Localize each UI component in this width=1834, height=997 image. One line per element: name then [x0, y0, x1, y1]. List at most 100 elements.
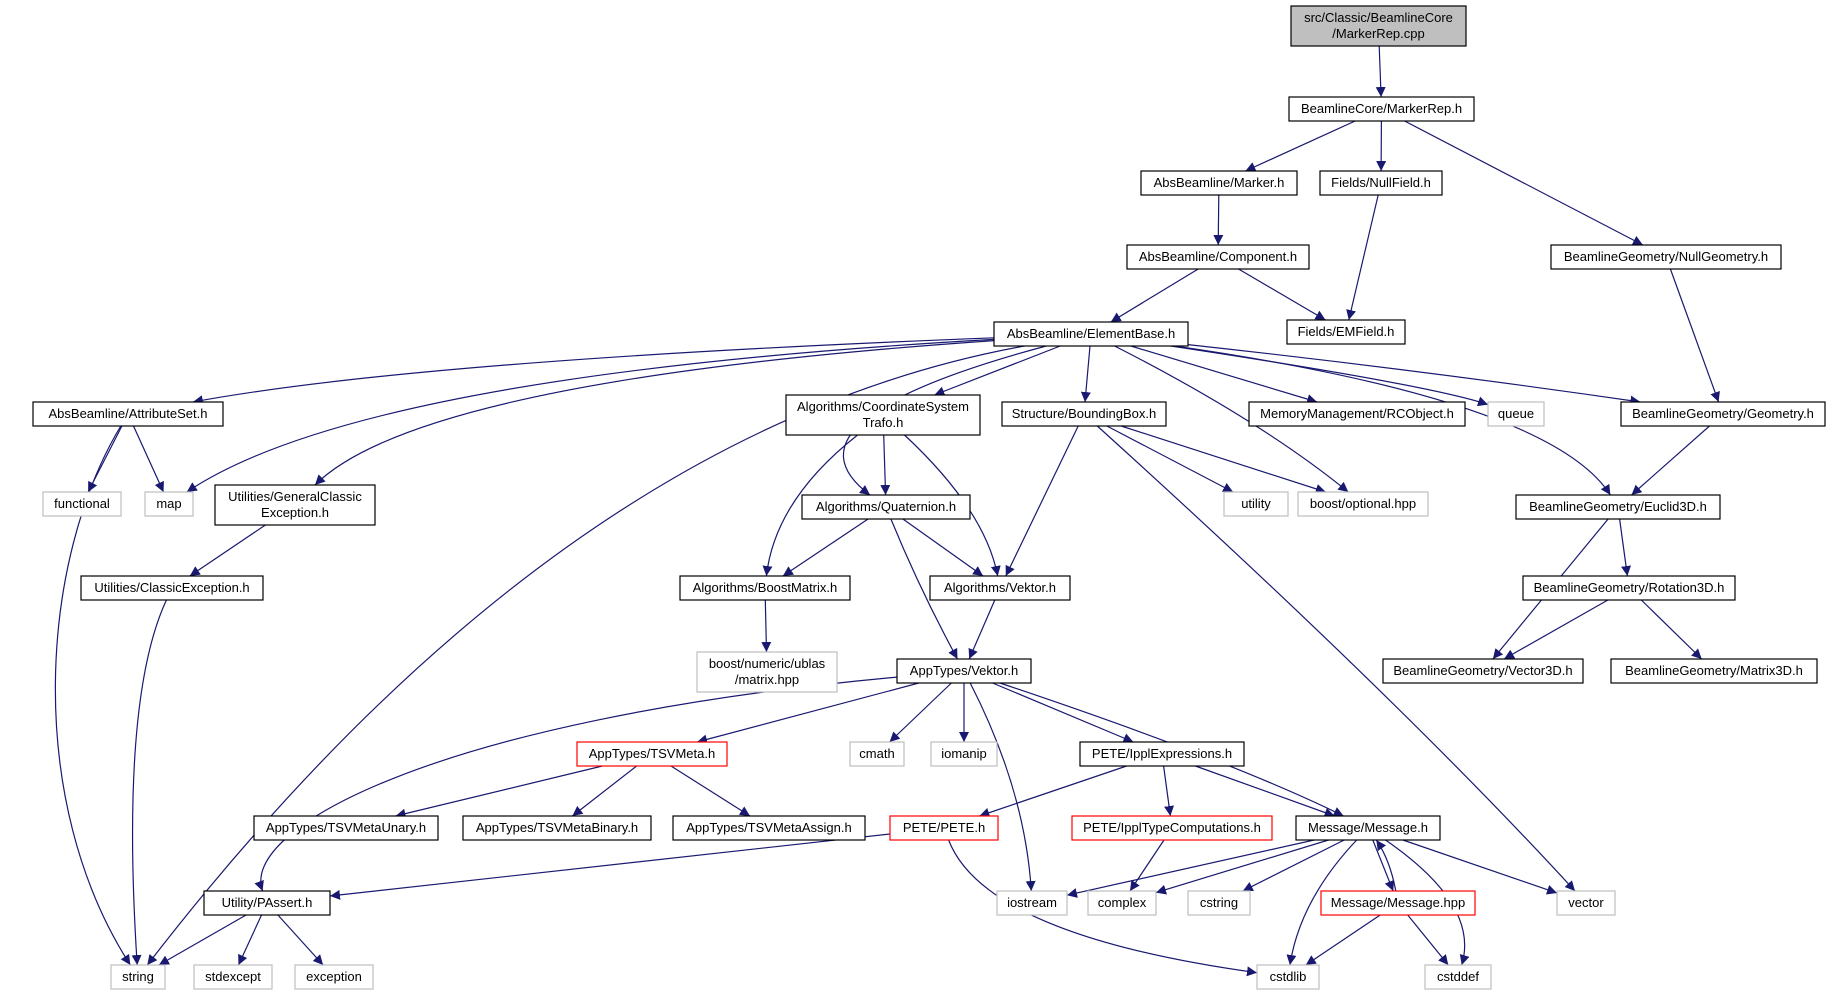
- edge-app_vektor_h-to-passert_h: [254, 676, 898, 892]
- node-box: [1515, 494, 1721, 520]
- node-vector3d_h[interactable]: BeamlineGeometry/Vector3D.h: [1382, 658, 1584, 684]
- node-box: [929, 575, 1071, 601]
- node-queue[interactable]: queue: [1487, 401, 1545, 427]
- node-box: [462, 815, 652, 841]
- node-exception[interactable]: exception: [294, 964, 374, 990]
- node-rotation3d_h[interactable]: BeamlineGeometry/Rotation3D.h: [1522, 575, 1736, 601]
- node-euclid3d_h[interactable]: BeamlineGeometry/Euclid3D.h: [1515, 494, 1721, 520]
- node-cstddef[interactable]: cstddef: [1424, 964, 1492, 990]
- node-message_hpp[interactable]: Message/Message.hpp: [1320, 890, 1476, 916]
- node-elementbase_h[interactable]: AbsBeamline/ElementBase.h: [993, 321, 1189, 347]
- node-marker_h[interactable]: AbsBeamline/Marker.h: [1140, 170, 1298, 196]
- edge-message_h-to-cstring: [1242, 839, 1345, 892]
- node-label: BeamlineGeometry/Vector3D.h: [1393, 663, 1572, 678]
- node-ipplexpressions_h[interactable]: PETE/IpplExpressions.h: [1079, 741, 1245, 767]
- node-box: [1290, 5, 1467, 47]
- node-nullgeometry_h[interactable]: BeamlineGeometry/NullGeometry.h: [1550, 244, 1782, 270]
- node-classicexception_h[interactable]: Utilities/ClassicException.h: [80, 575, 264, 601]
- node-vector[interactable]: vector: [1556, 890, 1616, 916]
- node-label: PETE/PETE.h: [903, 820, 985, 835]
- node-stdexcept[interactable]: stdexcept: [193, 964, 273, 990]
- node-geometry_h[interactable]: BeamlineGeometry/Geometry.h: [1620, 401, 1826, 427]
- node-cstring[interactable]: cstring: [1187, 890, 1251, 916]
- node-label: utility: [1241, 496, 1271, 511]
- node-ippltypecomp_h[interactable]: PETE/IpplTypeComputations.h: [1071, 815, 1273, 841]
- node-box: [1382, 658, 1584, 684]
- node-box: [1256, 964, 1320, 990]
- edge-quaternion_h-to-boostmatrix_h: [782, 518, 869, 577]
- node-box: [1248, 401, 1466, 427]
- node-app_vektor_h[interactable]: AppTypes/Vektor.h: [896, 658, 1032, 684]
- node-matrix3d_h[interactable]: BeamlineGeometry/Matrix3D.h: [1610, 658, 1818, 684]
- edge-app_vektor_h-to-cmath: [889, 682, 952, 743]
- node-alg_vektor_h[interactable]: Algorithms/Vektor.h: [929, 575, 1071, 601]
- edge-elementbase_h-to-geometry_h: [1187, 344, 1641, 406]
- node-box: [1319, 170, 1443, 196]
- edge-boundingbox_h-to-vector: [1096, 425, 1576, 892]
- node-cmath[interactable]: cmath: [849, 741, 905, 767]
- node-functional[interactable]: functional: [42, 491, 122, 517]
- node-iomanip[interactable]: iomanip: [930, 741, 998, 767]
- node-box: [1620, 401, 1826, 427]
- edge-generalclassic_h-to-classicexception_h: [189, 524, 266, 577]
- node-label: map: [156, 496, 181, 511]
- node-boostmatrix_h[interactable]: Algorithms/BoostMatrix.h: [679, 575, 851, 601]
- node-attributeset_h[interactable]: AbsBeamline/AttributeSet.h: [32, 401, 224, 427]
- node-boost_ublas_matrix[interactable]: boost/numeric/ublas/matrix.hpp: [696, 651, 838, 693]
- node-box: [1295, 815, 1441, 841]
- node-tsvmetaassign_h[interactable]: AppTypes/TSVMetaAssign.h: [672, 815, 866, 841]
- edge-boundingbox_h-to-utility: [1106, 425, 1234, 493]
- node-component_h[interactable]: AbsBeamline/Component.h: [1126, 244, 1310, 270]
- node-complex[interactable]: complex: [1087, 890, 1157, 916]
- edge-message_h-to-iostream: [1066, 839, 1315, 898]
- node-tsvmetabinary_h[interactable]: AppTypes/TSVMetaBinary.h: [462, 815, 652, 841]
- node-label: AppTypes/TSVMeta.h: [589, 746, 715, 761]
- node-boundingbox_h[interactable]: Structure/BoundingBox.h: [1001, 401, 1167, 427]
- edge-elementbase_h-to-euclid3d_h: [1174, 345, 1611, 496]
- edge-passert_h-to-exception: [277, 914, 324, 966]
- node-boost_optional[interactable]: boost/optional.hpp: [1297, 491, 1429, 517]
- edge-root-to-markerrep_h: [1375, 45, 1386, 98]
- node-map[interactable]: map: [144, 491, 194, 517]
- node-label: iomanip: [941, 746, 987, 761]
- edge-quaternion_h-to-alg_vektor_h: [902, 518, 984, 577]
- node-box: [801, 494, 971, 520]
- node-label: Message/Message.h: [1308, 820, 1428, 835]
- node-box: [110, 964, 166, 990]
- edge-alg_vektor_h-to-app_vektor_h: [968, 599, 996, 660]
- node-emfield_h[interactable]: Fields/EMField.h: [1286, 319, 1406, 345]
- node-message_h[interactable]: Message/Message.h: [1295, 815, 1441, 841]
- node-box: [996, 890, 1068, 916]
- edge-markerrep_h-to-nullgeometry_h: [1404, 120, 1644, 246]
- edge-elementbase_h-to-string: [146, 345, 1025, 966]
- edge-boundingbox_h-to-alg_vektor_h: [1005, 425, 1079, 577]
- edge-classicexception_h-to-string: [131, 599, 167, 966]
- node-iostream[interactable]: iostream: [996, 890, 1068, 916]
- node-label: cstddef: [1437, 969, 1479, 984]
- edge-pete_h-to-passert_h: [329, 833, 891, 900]
- node-rcobject_h[interactable]: MemoryManagement/RCObject.h: [1248, 401, 1466, 427]
- node-utility[interactable]: utility: [1223, 491, 1289, 517]
- node-string[interactable]: string: [110, 964, 166, 990]
- node-label: Structure/BoundingBox.h: [1012, 406, 1157, 421]
- node-tsvmetaunary_h[interactable]: AppTypes/TSVMetaUnary.h: [253, 815, 439, 841]
- node-passert_h[interactable]: Utility/PAssert.h: [203, 890, 331, 916]
- node-label: Algorithms/CoordinateSystem: [797, 399, 969, 414]
- node-label: complex: [1098, 895, 1147, 910]
- node-label: Algorithms/Vektor.h: [944, 580, 1056, 595]
- node-box: [1320, 890, 1476, 916]
- node-pete_h[interactable]: PETE/PETE.h: [889, 815, 999, 841]
- edge-elementbase_h-to-coordtrafo_h: [934, 345, 1061, 397]
- node-tsvmeta_h[interactable]: AppTypes/TSVMeta.h: [576, 741, 728, 767]
- node-box: [1126, 244, 1310, 270]
- node-quaternion_h[interactable]: Algorithms/Quaternion.h: [801, 494, 971, 520]
- node-box: [1610, 658, 1818, 684]
- edge-coordtrafo_h-to-quaternion_h: [880, 434, 891, 496]
- node-markerrep_h[interactable]: BeamlineCore/MarkerRep.h: [1288, 96, 1475, 122]
- node-nullfield_h[interactable]: Fields/NullField.h: [1319, 170, 1443, 196]
- node-cstdlib[interactable]: cstdlib: [1256, 964, 1320, 990]
- edge-message_hpp-to-cstdlib: [1305, 914, 1381, 966]
